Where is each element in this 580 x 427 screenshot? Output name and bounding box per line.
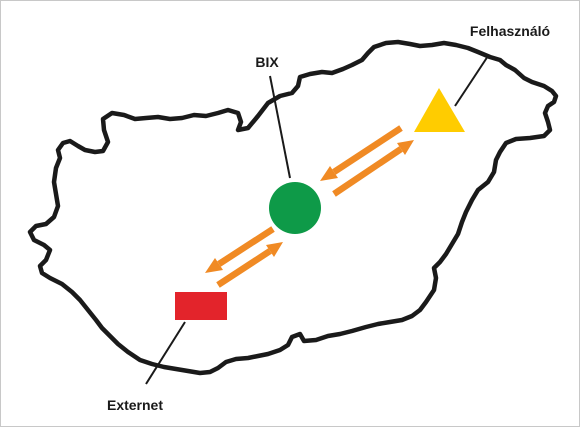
bix-leader-line	[269, 75, 291, 179]
hungary-map-outline	[27, 39, 559, 376]
user-leader-line	[454, 55, 489, 107]
external-node-rectangle	[175, 292, 227, 320]
bix-label: BIX	[255, 54, 279, 70]
arrow-bix-to-user	[332, 140, 414, 197]
arrow-external-to-bix	[216, 242, 283, 288]
arrow-user-to-bix	[320, 125, 403, 181]
bix-node-circle	[269, 182, 321, 234]
arrow-bix-to-external	[205, 226, 275, 273]
external-label: Externet	[107, 397, 163, 413]
user-label: Felhasználó	[470, 23, 550, 39]
user-node-triangle	[414, 88, 465, 132]
external-leader-line	[145, 321, 186, 385]
